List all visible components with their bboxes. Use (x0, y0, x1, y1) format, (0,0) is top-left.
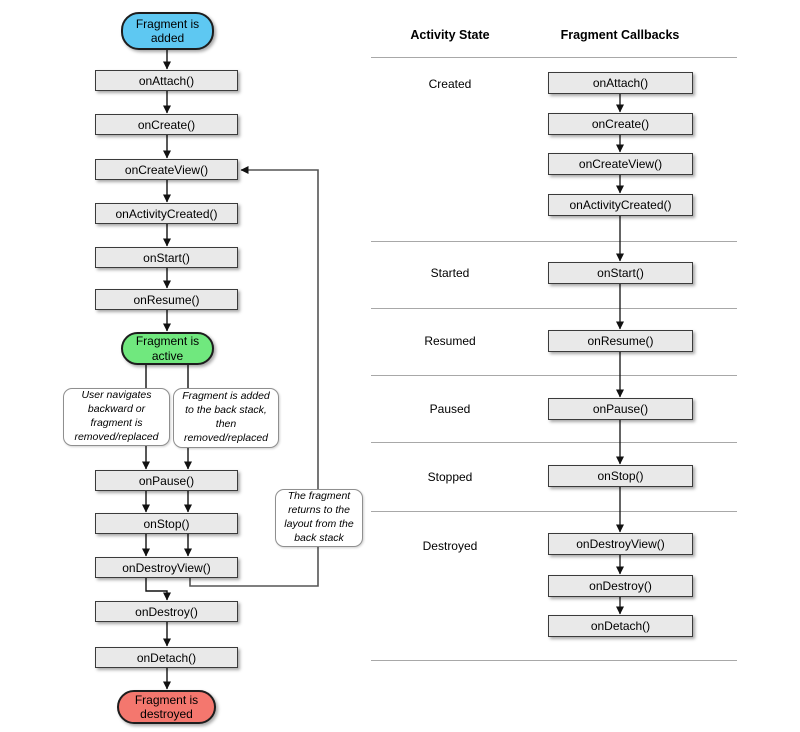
state-label-resumed: Resumed (424, 334, 476, 348)
table-separator (371, 241, 737, 242)
table-separator (371, 442, 737, 443)
activity-state-header: Activity State (410, 28, 490, 42)
table-node-oncreateview: onCreateView() (548, 153, 693, 175)
note-added-to-back-stack: Fragment is added to the back stack, the… (173, 388, 279, 448)
flow-node-onactivitycreated: onActivityCreated() (95, 203, 238, 224)
note-user-navigates-backward: User navigates backward or fragment is r… (63, 388, 170, 446)
flow-node-ondetach: onDetach() (95, 647, 238, 668)
table-separator (371, 375, 737, 376)
table-separator (371, 308, 737, 309)
flow-node-onpause: onPause() (95, 470, 238, 491)
table-node-onstop: onStop() (548, 465, 693, 487)
table-separator (371, 57, 737, 58)
table-node-onactivitycreated: onActivityCreated() (548, 194, 693, 216)
fragment-active-pill: Fragment is active (121, 332, 214, 365)
state-label-stopped: Stopped (427, 470, 473, 484)
table-node-onresume: onResume() (548, 330, 693, 352)
table-separator (371, 511, 737, 512)
flow-node-ondestroy: onDestroy() (95, 601, 238, 622)
table-node-ondestroy: onDestroy() (548, 575, 693, 597)
table-node-onstart: onStart() (548, 262, 693, 284)
state-label-created: Created (428, 77, 472, 91)
flow-node-onstop: onStop() (95, 513, 238, 534)
table-node-oncreate: onCreate() (548, 113, 693, 135)
flow-node-onattach: onAttach() (95, 70, 238, 91)
flow-node-onstart: onStart() (95, 247, 238, 268)
flow-node-oncreate: onCreate() (95, 114, 238, 135)
state-label-paused: Paused (429, 402, 471, 416)
state-label-started: Started (430, 266, 470, 280)
flow-node-ondestroyview: onDestroyView() (95, 557, 238, 578)
fragment-destroyed-pill: Fragment is destroyed (117, 690, 216, 724)
flowchart-arrows (142, 50, 192, 690)
state-label-destroyed: Destroyed (422, 539, 478, 553)
backstack-loop-arrow (189, 166, 319, 587)
flow-node-oncreateview: onCreateView() (95, 159, 238, 180)
table-node-ondestroyview: onDestroyView() (548, 533, 693, 555)
note-returns-from-back-stack: The fragment returns to the layout from … (275, 489, 363, 547)
fragment-callbacks-header: Fragment Callbacks (560, 28, 680, 42)
table-node-onattach: onAttach() (548, 72, 693, 94)
table-node-onpause: onPause() (548, 398, 693, 420)
fragment-added-pill: Fragment is added (121, 12, 214, 50)
flow-node-onresume: onResume() (95, 289, 238, 310)
table-separator (371, 660, 737, 661)
table-node-ondetach: onDetach() (548, 615, 693, 637)
